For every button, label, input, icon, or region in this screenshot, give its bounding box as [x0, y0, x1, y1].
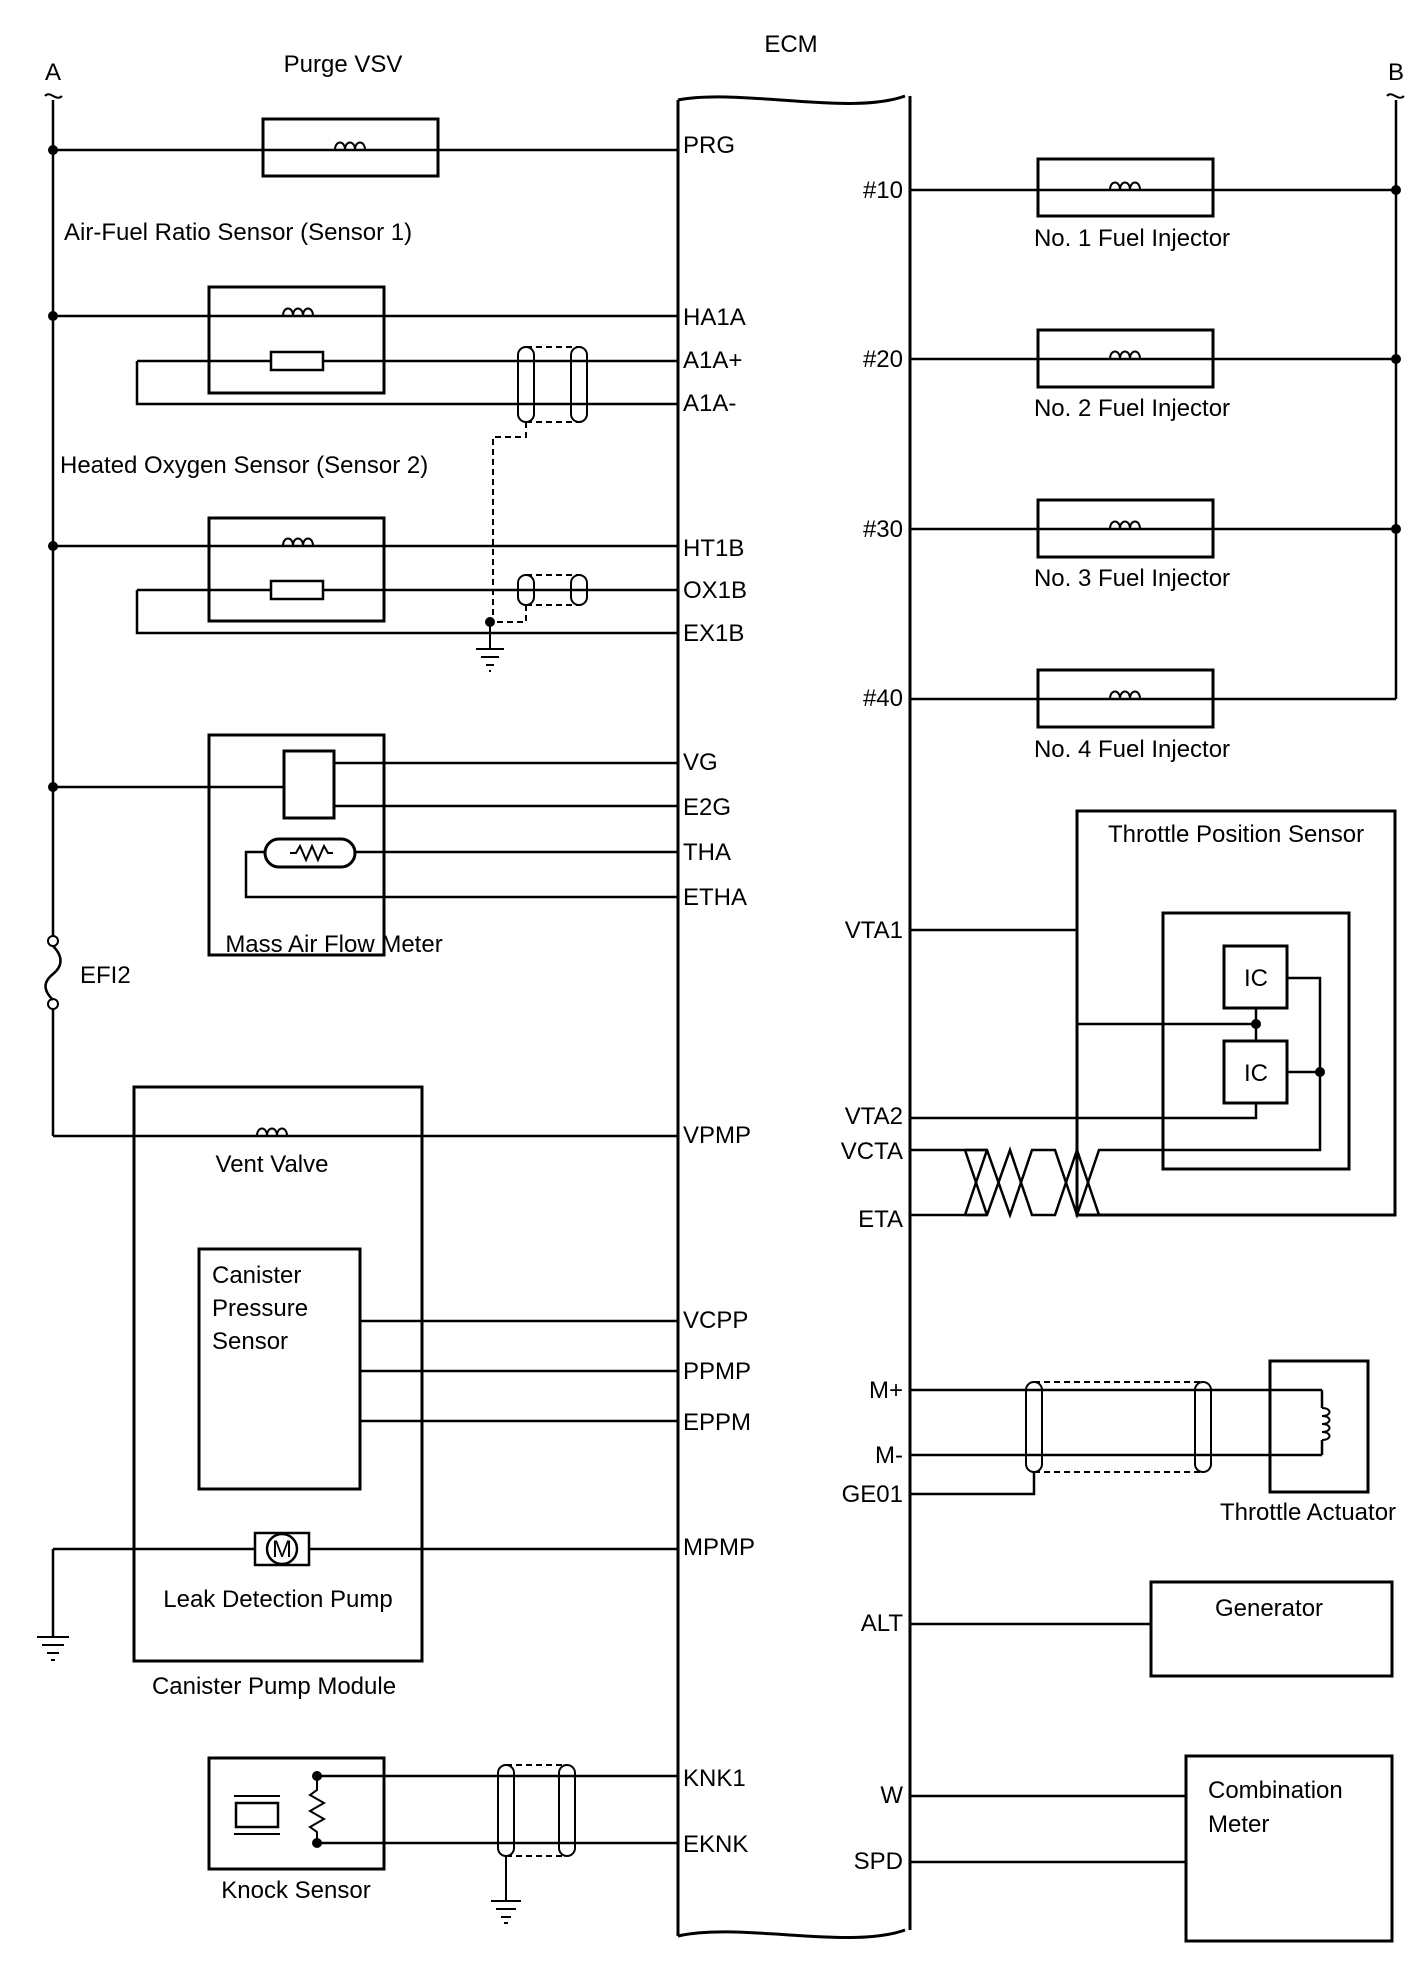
pin-ox1b: OX1B [683, 577, 747, 604]
injector-1: No. 1 Fuel Injector [910, 157, 1396, 252]
injector-2-label: No. 2 Fuel Injector [1034, 395, 1230, 422]
fuel-injectors: No. 1 Fuel Injector No. 2 Fuel Injector … [910, 157, 1396, 763]
pin-40: #40 [863, 685, 903, 712]
fuse-label: EFI2 [80, 962, 131, 989]
pin-ppmp: PPMP [683, 1358, 751, 1385]
ground-icon [476, 648, 504, 672]
pin-ge01: GE01 [842, 1481, 903, 1508]
canister-sensor-label-1: Canister [212, 1262, 301, 1289]
pump-label: Leak Detection Pump [163, 1586, 392, 1613]
pin-etha: ETHA [683, 884, 747, 911]
piezo-icon [234, 1801, 280, 1829]
injector-3-label: No. 3 Fuel Injector [1034, 565, 1230, 592]
pin-vcpp: VCPP [683, 1307, 748, 1334]
mass-air-flow-meter: Mass Air Flow Meter [53, 733, 678, 958]
canister-sensor-label-3: Sensor [212, 1328, 288, 1355]
generator-label: Generator [1215, 1595, 1323, 1622]
pin-prg: PRG [683, 132, 735, 159]
pin-spd: SPD [854, 1848, 903, 1875]
tps-label: Throttle Position Sensor [1108, 821, 1364, 848]
injector-3: No. 3 Fuel Injector [910, 498, 1396, 592]
pump-module-label: Canister Pump Module [152, 1673, 396, 1700]
resistor-icon [269, 579, 325, 601]
vent-valve-coil-icon [256, 1127, 288, 1137]
injector-4-label: No. 4 Fuel Injector [1034, 736, 1230, 763]
combination-meter: Combination Meter [910, 1754, 1394, 1943]
pin-w: W [880, 1782, 903, 1809]
meter-label-2: Meter [1208, 1811, 1269, 1838]
ho2-sensor-label: Heated Oxygen Sensor (Sensor 2) [60, 452, 428, 479]
coil-icon [1321, 1407, 1331, 1441]
ic-2-label: IC [1244, 1060, 1268, 1087]
connector-a: A [44, 59, 63, 936]
throttle-position-sensor: Throttle Position Sensor IC IC [910, 809, 1397, 1219]
pin-ha1a: HA1A [683, 304, 746, 331]
pin-eppm: EPPM [683, 1409, 751, 1436]
pin-30: #30 [863, 516, 903, 543]
injector-1-label: No. 1 Fuel Injector [1034, 225, 1230, 252]
injector-2: No. 2 Fuel Injector [910, 328, 1396, 422]
pin-vcta: VCTA [841, 1138, 903, 1165]
fuse-efi2: EFI2 [44, 935, 678, 1138]
ic-1-label: IC [1244, 965, 1268, 992]
pin-vg: VG [683, 749, 718, 776]
af-ratio-sensor: Air-Fuel Ratio Sensor (Sensor 1) [53, 219, 678, 622]
pin-ex1b: EX1B [683, 620, 744, 647]
pin-a1a-plus: A1A+ [683, 347, 742, 374]
coil-icon [334, 141, 366, 151]
connector-a-label: A [45, 59, 61, 86]
pin-eknk: EKNK [683, 1831, 748, 1858]
pin-vta1: VTA1 [845, 917, 903, 944]
injector-4: No. 4 Fuel Injector [910, 668, 1396, 763]
pin-20: #20 [863, 346, 903, 373]
ground-icon [491, 1900, 521, 1924]
vent-valve-label: Vent Valve [216, 1151, 329, 1178]
shield-icon [1025, 1381, 1043, 1473]
motor-icon: M [253, 1531, 311, 1567]
coil-icon [1109, 520, 1141, 530]
ecm-right-pins: #10 #20 #30 #40 VTA1 VTA2 VCTA ETA M+ M-… [841, 177, 904, 1875]
pin-vpmp: VPMP [683, 1122, 751, 1149]
resistor-icon [269, 350, 325, 372]
pin-mpmp: MPMP [683, 1534, 755, 1561]
meter-label-1: Combination [1208, 1777, 1343, 1804]
throttle-actuator: Throttle Actuator [910, 1359, 1396, 1526]
pin-eta: ETA [858, 1206, 903, 1233]
pin-m-minus: M- [875, 1442, 903, 1469]
connector-b-label: B [1388, 59, 1404, 86]
heater-coil-icon [282, 307, 314, 317]
ground-icon [37, 1636, 69, 1661]
pin-m-plus: M+ [869, 1377, 903, 1404]
af-sensor-label: Air-Fuel Ratio Sensor (Sensor 1) [64, 219, 412, 246]
pin-ht1b: HT1B [683, 535, 744, 562]
maf-label: Mass Air Flow Meter [225, 931, 442, 958]
coil-icon [1109, 181, 1141, 191]
pin-vta2: VTA2 [845, 1103, 903, 1130]
pin-knk1: KNK1 [683, 1765, 746, 1792]
canister-pump-module: Vent Valve Canister Pressure Sensor M Le… [37, 1085, 678, 1700]
purge-vsv-label: Purge VSV [284, 51, 403, 78]
connector-b: B [1386, 59, 1405, 699]
heated-oxygen-sensor: Heated Oxygen Sensor (Sensor 2) [53, 452, 678, 672]
ecm-title: ECM [764, 31, 817, 58]
heater-coil-icon [282, 537, 314, 547]
pin-tha: THA [683, 839, 731, 866]
pin-a1a-minus: A1A- [683, 390, 736, 417]
shield-icon [517, 346, 535, 423]
motor-letter: M [272, 1536, 292, 1563]
pin-alt: ALT [861, 1610, 904, 1637]
canister-sensor-label-2: Pressure [212, 1295, 308, 1322]
generator: Generator [910, 1580, 1394, 1678]
knock-label: Knock Sensor [221, 1877, 370, 1904]
coil-icon [1109, 350, 1141, 360]
coil-icon [1109, 690, 1141, 700]
ecm-left-pins: PRG HA1A A1A+ A1A- HT1B OX1B EX1B VG E2G… [683, 132, 755, 1858]
pin-10: #10 [863, 177, 903, 204]
knock-sensor: Knock Sensor [207, 1756, 678, 1924]
pin-e2g: E2G [683, 794, 731, 821]
actuator-label: Throttle Actuator [1220, 1499, 1396, 1526]
purge-vsv: Purge VSV [53, 51, 678, 178]
